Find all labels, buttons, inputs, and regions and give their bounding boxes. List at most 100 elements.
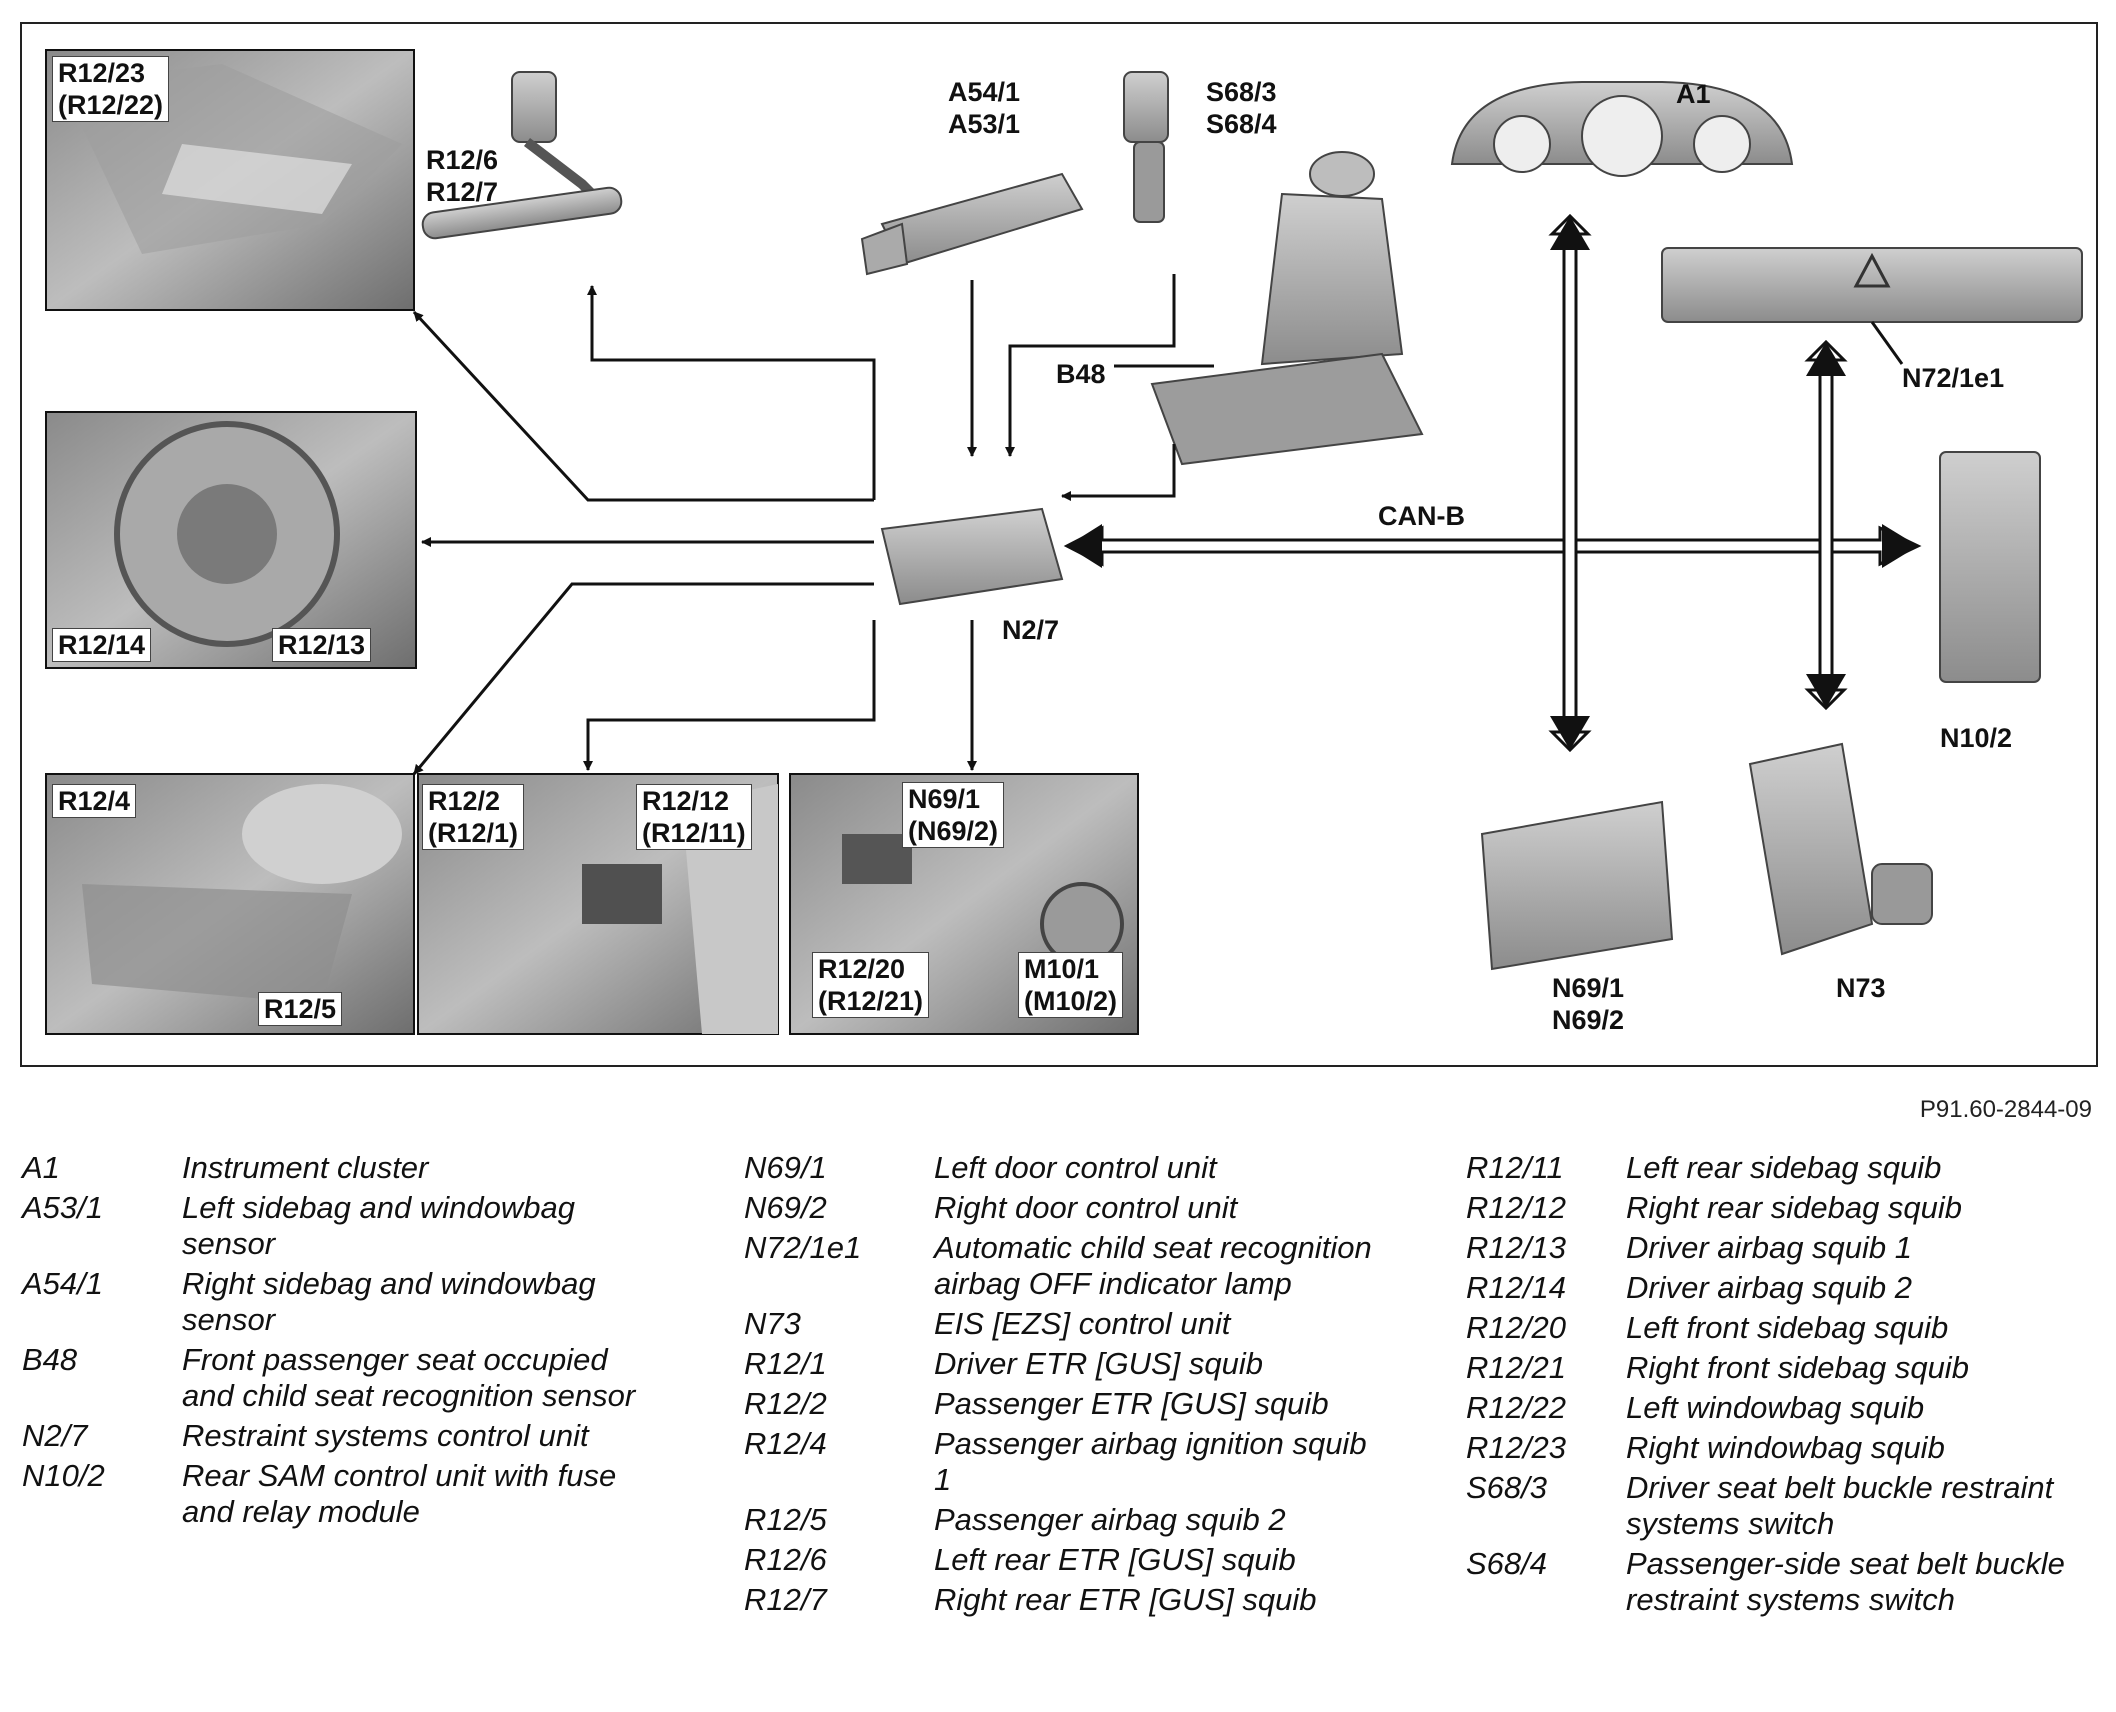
diagram-canvas (45, 49, 2083, 1035)
legend-code: A53/1 (22, 1190, 104, 1225)
legend-code: R12/12 (1466, 1190, 1566, 1225)
legend-code: R12/1 (744, 1346, 827, 1381)
legend-item: N69/2 Right door control unit (744, 1190, 1384, 1226)
legend-item: R12/23 Right windowbag squib (1466, 1430, 2106, 1466)
label-r12-6: R12/6 R12/7 (426, 145, 499, 207)
legend-description: Right rear sidebag squib (1626, 1190, 1963, 1225)
legend-item: R12/21 Right front sidebag squib (1466, 1350, 2106, 1386)
legend-code: R12/6 (744, 1542, 827, 1577)
legend-code: R12/22 (1466, 1390, 1566, 1425)
label-r12-20: R12/20 (R12/21) (812, 952, 930, 1018)
legend-description: Left windowbag squib (1626, 1390, 1925, 1425)
diagram-frame: R12/23 (R12/22) R12/6 R12/7 A54/1 A53/1 … (20, 22, 2098, 1067)
label-n73: N73 (1836, 973, 1886, 1003)
eis-control-unit-illustration (1748, 742, 1933, 956)
label-r12-5: R12/5 (258, 992, 343, 1026)
legend-code: S68/3 (1466, 1470, 1548, 1505)
legend-code: N2/7 (22, 1418, 88, 1453)
legend-description: Passenger ETR [GUS] squib (934, 1386, 1329, 1421)
label-b48: B48 (1056, 359, 1106, 389)
arrow-to-r12-2 (583, 620, 876, 771)
legend-code: S68/4 (1466, 1546, 1548, 1581)
arrow-from-s68-3 (1005, 274, 1176, 457)
legend-item: N10/2 Rear SAM control unit with fuse and… (22, 1458, 662, 1530)
rear-sam-module-illustration (1939, 451, 2041, 683)
n72-leader (1870, 321, 1904, 365)
label-n69-1-photo: N69/1 (N69/2) (902, 782, 1005, 848)
indicator-lamp-panel-illustration (1661, 247, 2083, 323)
legend-description: Left door control unit (934, 1150, 1217, 1185)
legend-code: R12/5 (744, 1502, 827, 1537)
legend-code: A1 (22, 1150, 60, 1185)
legend-description: Right windowbag squib (1626, 1430, 1945, 1465)
legend-code: R12/2 (744, 1386, 827, 1421)
instrument-cluster-illustration (1450, 81, 1794, 177)
legend-item: S68/4 Passenger-side seat belt buckle res… (1466, 1546, 2106, 1618)
door-control-unit-illustration (1480, 800, 1674, 971)
legend-code: N69/1 (744, 1150, 827, 1185)
arrow-from-b48 (1061, 444, 1176, 501)
label-r12-14: R12/14 (52, 628, 152, 662)
label-r12-4: R12/4 (52, 784, 137, 818)
legend-description: Right rear ETR [GUS] squib (934, 1582, 1317, 1617)
legend-description: Rear SAM control unit with fuse and rela… (182, 1458, 617, 1529)
photo-driver-windowbag (45, 49, 415, 311)
legend-code: N10/2 (22, 1458, 105, 1493)
passenger-seat-illustration (1150, 151, 1424, 466)
legend-item: N2/7 Restraint systems control unit (22, 1418, 662, 1454)
arrow-to-r12-6 (587, 285, 876, 500)
label-can-b: CAN-B (1378, 501, 1465, 531)
photo-steering-wheel (45, 411, 417, 669)
label-n69-1: N69/1 N69/2 (1552, 973, 1625, 1035)
legend-code: R12/13 (1466, 1230, 1566, 1265)
legend-description: Restraint systems control unit (182, 1418, 589, 1453)
legend-code: R12/4 (744, 1426, 827, 1461)
legend-item: R12/22 Left windowbag squib (1466, 1390, 2106, 1426)
legend-code: R12/7 (744, 1582, 827, 1617)
label-r12-13: R12/13 (272, 628, 372, 662)
legend-description: Passenger-side seat belt buckle restrain… (1626, 1546, 2065, 1617)
sidebag-sensor-illustration (860, 172, 1084, 276)
legend-code: R12/23 (1466, 1430, 1566, 1465)
label-a1: A1 (1676, 79, 1711, 109)
legend-code: R12/11 (1466, 1150, 1564, 1185)
label-n72-1e1: N72/1e1 (1902, 363, 2005, 393)
legend-code: A54/1 (22, 1266, 104, 1301)
label-m10-1: M10/1 (M10/2) (1018, 952, 1124, 1018)
legend-item: N69/1 Left door control unit (744, 1150, 1384, 1186)
legend-description: Right front sidebag squib (1626, 1350, 1969, 1385)
legend-description: Right sidebag and windowbag sensor (182, 1266, 596, 1337)
label-s68-3: S68/3 S68/4 (1206, 77, 1277, 139)
legend-code: R12/14 (1466, 1270, 1566, 1305)
legend-code: B48 (22, 1342, 78, 1377)
legend-description: Passenger airbag ignition squib 1 (934, 1426, 1367, 1497)
can-b-bus (1063, 213, 1922, 753)
legend-code: N69/2 (744, 1190, 827, 1225)
legend-item: R12/2 Passenger ETR [GUS] squib (744, 1386, 1384, 1422)
legend-code: N72/1e1 (744, 1230, 862, 1265)
legend-description: Passenger airbag squib 2 (934, 1502, 1286, 1537)
legend-description: Left front sidebag squib (1626, 1310, 1949, 1345)
arrow-to-r12-23 (412, 310, 874, 502)
label-r12-23: R12/23 (R12/22) (52, 56, 170, 122)
legend-code: N73 (744, 1306, 801, 1341)
label-n10-2: N10/2 (1940, 723, 2013, 753)
restraint-control-unit-illustration (880, 507, 1064, 606)
legend-code: R12/21 (1466, 1350, 1566, 1385)
legend-description: Right door control unit (934, 1190, 1238, 1225)
label-r12-2: R12/2 (R12/1) (422, 784, 525, 850)
label-n2-7: N2/7 (1002, 615, 1060, 645)
arrow-to-r12-4 (412, 582, 874, 775)
label-r12-12: R12/12 (R12/11) (636, 784, 752, 850)
